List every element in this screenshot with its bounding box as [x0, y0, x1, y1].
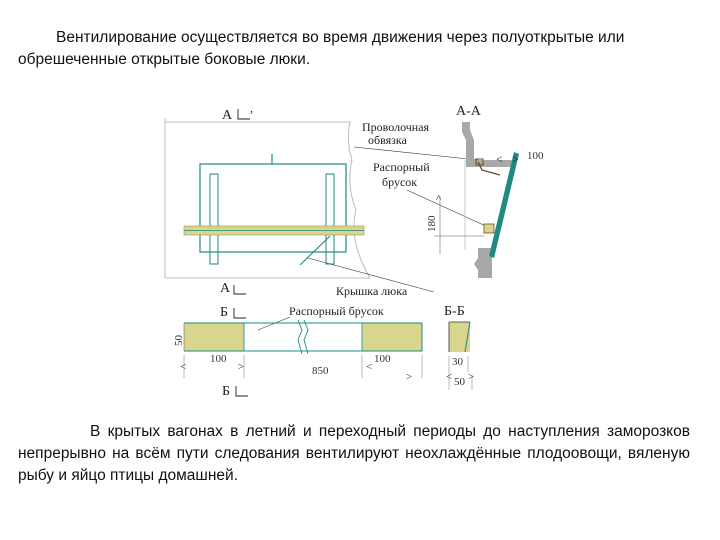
section-aa-label: А-А — [456, 104, 482, 119]
svg-text:>: > — [512, 152, 519, 166]
dim-100-left: 100 — [210, 353, 227, 365]
section-b-top-label: Б — [220, 305, 228, 320]
spacer-block-section — [483, 223, 495, 234]
dim-30: 30 — [452, 356, 464, 368]
body-paragraph: В крытых вагонах в летний и переходный п… — [18, 423, 690, 484]
spacer-bar-label: Распорный брусок — [289, 304, 384, 318]
section-a-top-label: А — [222, 108, 233, 123]
dim-50-bottom: 50 — [454, 376, 466, 388]
section-b-bottom-label: Б — [222, 384, 230, 399]
svg-text:>: > — [238, 361, 244, 373]
dim-850: 850 — [312, 365, 329, 377]
svg-text:<: < — [446, 371, 452, 383]
section-a-bottom-label: А — [220, 281, 231, 296]
spacer-label-line2: брусок — [382, 175, 417, 189]
svg-text:>: > — [406, 371, 412, 383]
svg-text:<: < — [180, 361, 186, 373]
section-b-view: Б Распорный брусок 50 < 100 > 850 < 100 … — [173, 304, 423, 383]
section-bb-label: Б-Б — [444, 304, 465, 319]
svg-text:<: < — [496, 152, 503, 166]
section-aa-view: А-А < > 100 180 ^ — [426, 104, 544, 278]
intro-paragraph: Вентилирование осуществляется во время д… — [18, 29, 625, 68]
hatch-cover-label: Крышка люка — [336, 284, 408, 298]
spacer-label-line1: Распорный — [373, 160, 430, 174]
front-view: А , — [164, 101, 371, 279]
svg-text:,: , — [250, 101, 253, 115]
section-bb-view: Б-Б 30 50 < > — [444, 304, 474, 390]
hatch-frame — [199, 163, 347, 253]
svg-text:<: < — [366, 361, 372, 373]
svg-text:^: ^ — [436, 193, 442, 205]
wire-label-line1: Проволочная — [362, 120, 430, 134]
dim-50-vertical: 50 — [173, 335, 185, 347]
dim-180: 180 — [426, 215, 438, 232]
dim-100-top: 100 — [527, 150, 544, 162]
svg-text:>: > — [468, 371, 474, 383]
dim-100-right: 100 — [374, 353, 391, 365]
wire-label-line2: обвязка — [368, 133, 408, 147]
